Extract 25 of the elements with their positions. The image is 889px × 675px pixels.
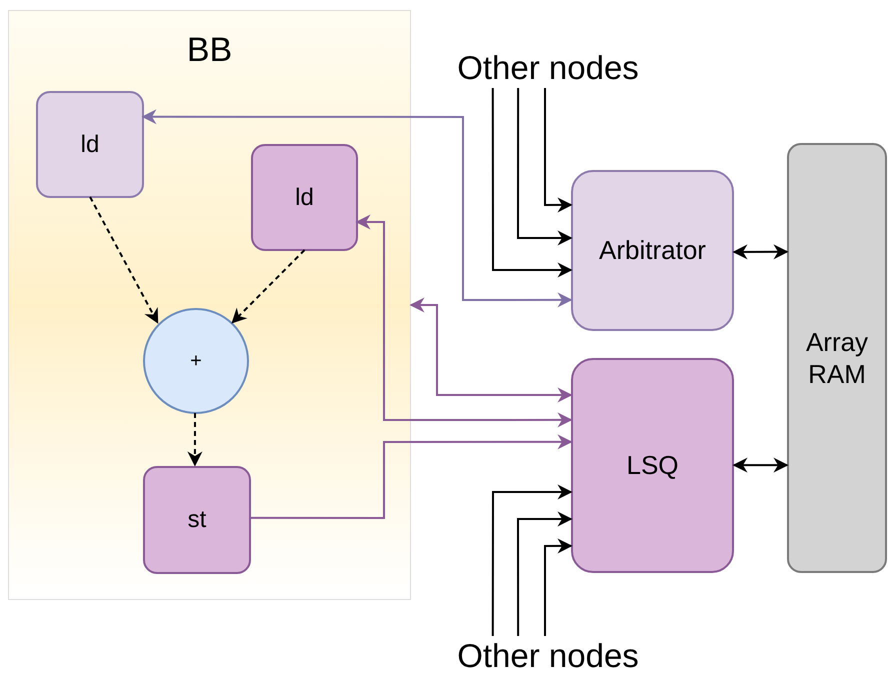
- queue-box: LSQ: [571, 358, 734, 573]
- arrow: [492, 484, 572, 636]
- process-box: st: [143, 466, 251, 574]
- arrow: [250, 434, 572, 519]
- basic-block-region: [8, 10, 411, 600]
- text-label: Other nodes: [433, 636, 663, 675]
- arrow: [142, 109, 572, 308]
- arrow: [544, 88, 572, 212]
- arrow: [492, 88, 572, 278]
- process-box: ld: [251, 144, 358, 251]
- arrow: [544, 538, 572, 636]
- arrow: [517, 88, 572, 246]
- dashed-arrow: [187, 413, 202, 466]
- arrow: [410, 298, 572, 402]
- region-title: BB: [186, 33, 234, 67]
- memory-block: Array RAM: [787, 143, 887, 573]
- dashed-arrow: [231, 249, 306, 324]
- arrow: [732, 458, 788, 473]
- dashed-arrow: [89, 196, 158, 324]
- arrow: [732, 244, 788, 260]
- process-box: ld: [36, 91, 144, 198]
- arrow: [356, 214, 572, 428]
- arrow: [517, 512, 572, 636]
- text-label: Other nodes: [433, 46, 663, 88]
- process-box: Arbitrator: [571, 170, 734, 331]
